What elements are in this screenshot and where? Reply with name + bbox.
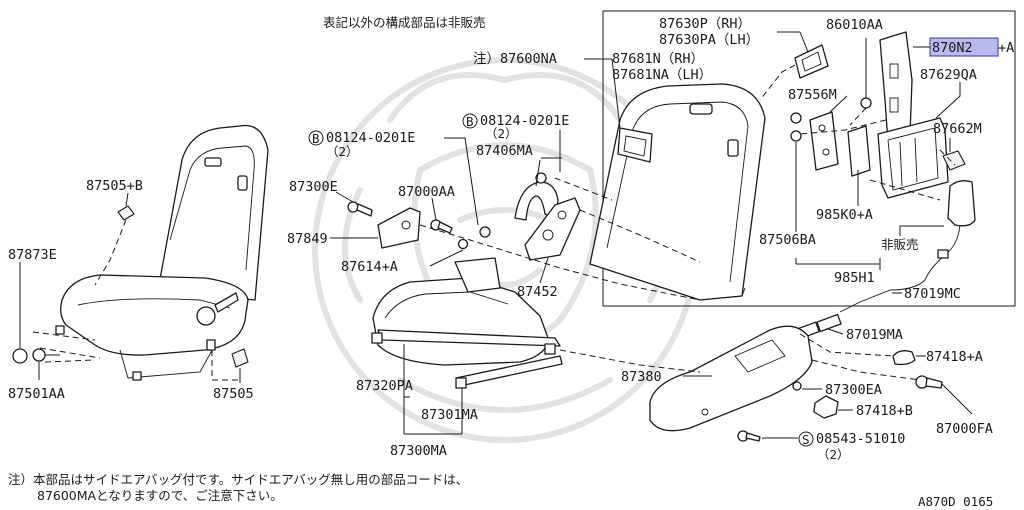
label-87629qa[interactable]: 87629QA [920, 67, 977, 83]
leader-lines [19, 31, 973, 439]
connector-87662m-illustration [942, 150, 966, 171]
label-08124-top-qty: （2） [485, 126, 518, 141]
clip-87300ea-illustration [792, 381, 802, 391]
label-985k0a[interactable]: 985K0+A [816, 207, 873, 223]
label-87320pa[interactable]: 87320PA [356, 378, 413, 394]
nut-87506ba-illustration [790, 130, 802, 142]
label-87681n[interactable]: 87681N（RH） [612, 51, 704, 67]
label-08543[interactable]: 08543-51010 [816, 431, 905, 447]
inset-frame [602, 10, 1016, 307]
label-87681na[interactable]: 87681NA（LH） [612, 67, 712, 83]
clip-87505-illustration [231, 348, 249, 368]
recliner-87452-illustration [524, 197, 581, 261]
header-note: 表記以外の構成部品は非販売 [323, 15, 486, 30]
label-87380[interactable]: 87380 [621, 369, 662, 385]
footer-note-line2: 87600MAとなりますので、ご注意下さい。 [37, 488, 283, 503]
label-87505[interactable]: 87505 [213, 386, 254, 402]
label-87406ma[interactable]: 87406MA [476, 143, 533, 159]
label-87849[interactable]: 87849 [287, 231, 328, 247]
bolt-08124-top-illustration [535, 172, 547, 184]
label-87418a[interactable]: 87418+A [926, 349, 983, 365]
diagram-code: A870D 0165 [918, 494, 993, 509]
bolt-08124-left-illustration [479, 226, 491, 238]
label-87300e[interactable]: 87300E [289, 179, 338, 195]
marker-b-top-letter: B [466, 114, 474, 129]
highlight-870n2 [929, 37, 999, 57]
label-08124-left-qty: （2） [326, 144, 359, 159]
airbag-sensor-illustration [889, 180, 976, 291]
label-87000aa[interactable]: 87000AA [398, 184, 455, 200]
label-87630pa[interactable]: 87630PA（LH） [659, 32, 759, 48]
marker-s-letter: S [802, 432, 810, 447]
label-87506ba[interactable]: 87506BA [759, 232, 816, 248]
label-870n2-suffix: +A [998, 40, 1014, 56]
label-87501aa[interactable]: 87501AA [8, 386, 65, 402]
side-cover-87380-illustration [649, 325, 813, 432]
label-08543-qty: （2） [817, 447, 850, 462]
escutcheon-87630p-illustration [794, 44, 829, 79]
knob-87418a-illustration [892, 350, 916, 366]
screw-87000fa-illustration [915, 375, 943, 389]
label-87019ma[interactable]: 87019MA [846, 327, 903, 343]
nut-87614a-illustration [457, 238, 469, 250]
clip-87505b-illustration [117, 205, 135, 221]
label-87019mc[interactable]: 87019MC [904, 286, 961, 302]
part-labels: 870N2 +A 87630P（RH） 87630PA（LH） 86010AA … [8, 16, 1014, 462]
airbag-module-87629qa-illustration [877, 117, 949, 199]
bracket-87849-illustration [377, 207, 421, 249]
label-87873e[interactable]: 87873E [8, 247, 57, 263]
marker-b-left-letter: B [312, 131, 320, 146]
label-985h1[interactable]: 985H1 [834, 270, 875, 286]
marker-b-left [308, 130, 324, 146]
label-08124-top[interactable]: 08124-0201E [480, 113, 569, 129]
cover-870n2-illustration [879, 31, 913, 143]
bracket-hole [401, 220, 411, 230]
label-87418b[interactable]: 87418+B [856, 403, 913, 419]
cushion-frame-87300ma-illustration [371, 257, 563, 389]
seat-assembly-illustration [55, 124, 269, 381]
bracket-87556m-illustration [809, 111, 871, 177]
label-87556m[interactable]: 87556M [788, 87, 837, 103]
marker-b-top [462, 113, 478, 129]
nut-87556m-illustration [790, 112, 802, 124]
emblem-87681n-illustration [617, 127, 653, 163]
label-87000fa[interactable]: 87000FA [936, 421, 993, 437]
bolt-87501aa-illustration [12, 348, 60, 364]
label-87614a[interactable]: 87614+A [341, 259, 398, 275]
footer-note-line1: 注）本部品はサイドエアバッグ付です。サイドエアバッグ無し用の部品コードは、 [8, 472, 468, 487]
label-87600na[interactable]: 注）87600NA [473, 51, 557, 67]
label-870n2[interactable]: 870N2 [932, 40, 973, 56]
knob-87418b-illustration [813, 395, 839, 419]
label-87301ma[interactable]: 87301MA [421, 407, 478, 423]
label-87505b[interactable]: 87505+B [86, 178, 143, 194]
label-hihanbai: 非販売 [881, 237, 919, 252]
label-87630p[interactable]: 87630P（RH） [659, 16, 751, 32]
label-87300ma[interactable]: 87300MA [390, 443, 447, 459]
label-87662m[interactable]: 87662M [933, 121, 982, 137]
bolt-87000aa-illustration [430, 219, 453, 234]
marker-s [798, 431, 814, 447]
label-08124-left[interactable]: 08124-0201E [326, 130, 415, 146]
label-87300ea[interactable]: 87300EA [825, 382, 882, 398]
bolt-86010aa-illustration [860, 90, 872, 109]
label-86010aa[interactable]: 86010AA [826, 17, 883, 33]
screw-08543-illustration [737, 430, 761, 442]
label-87452[interactable]: 87452 [517, 284, 558, 300]
